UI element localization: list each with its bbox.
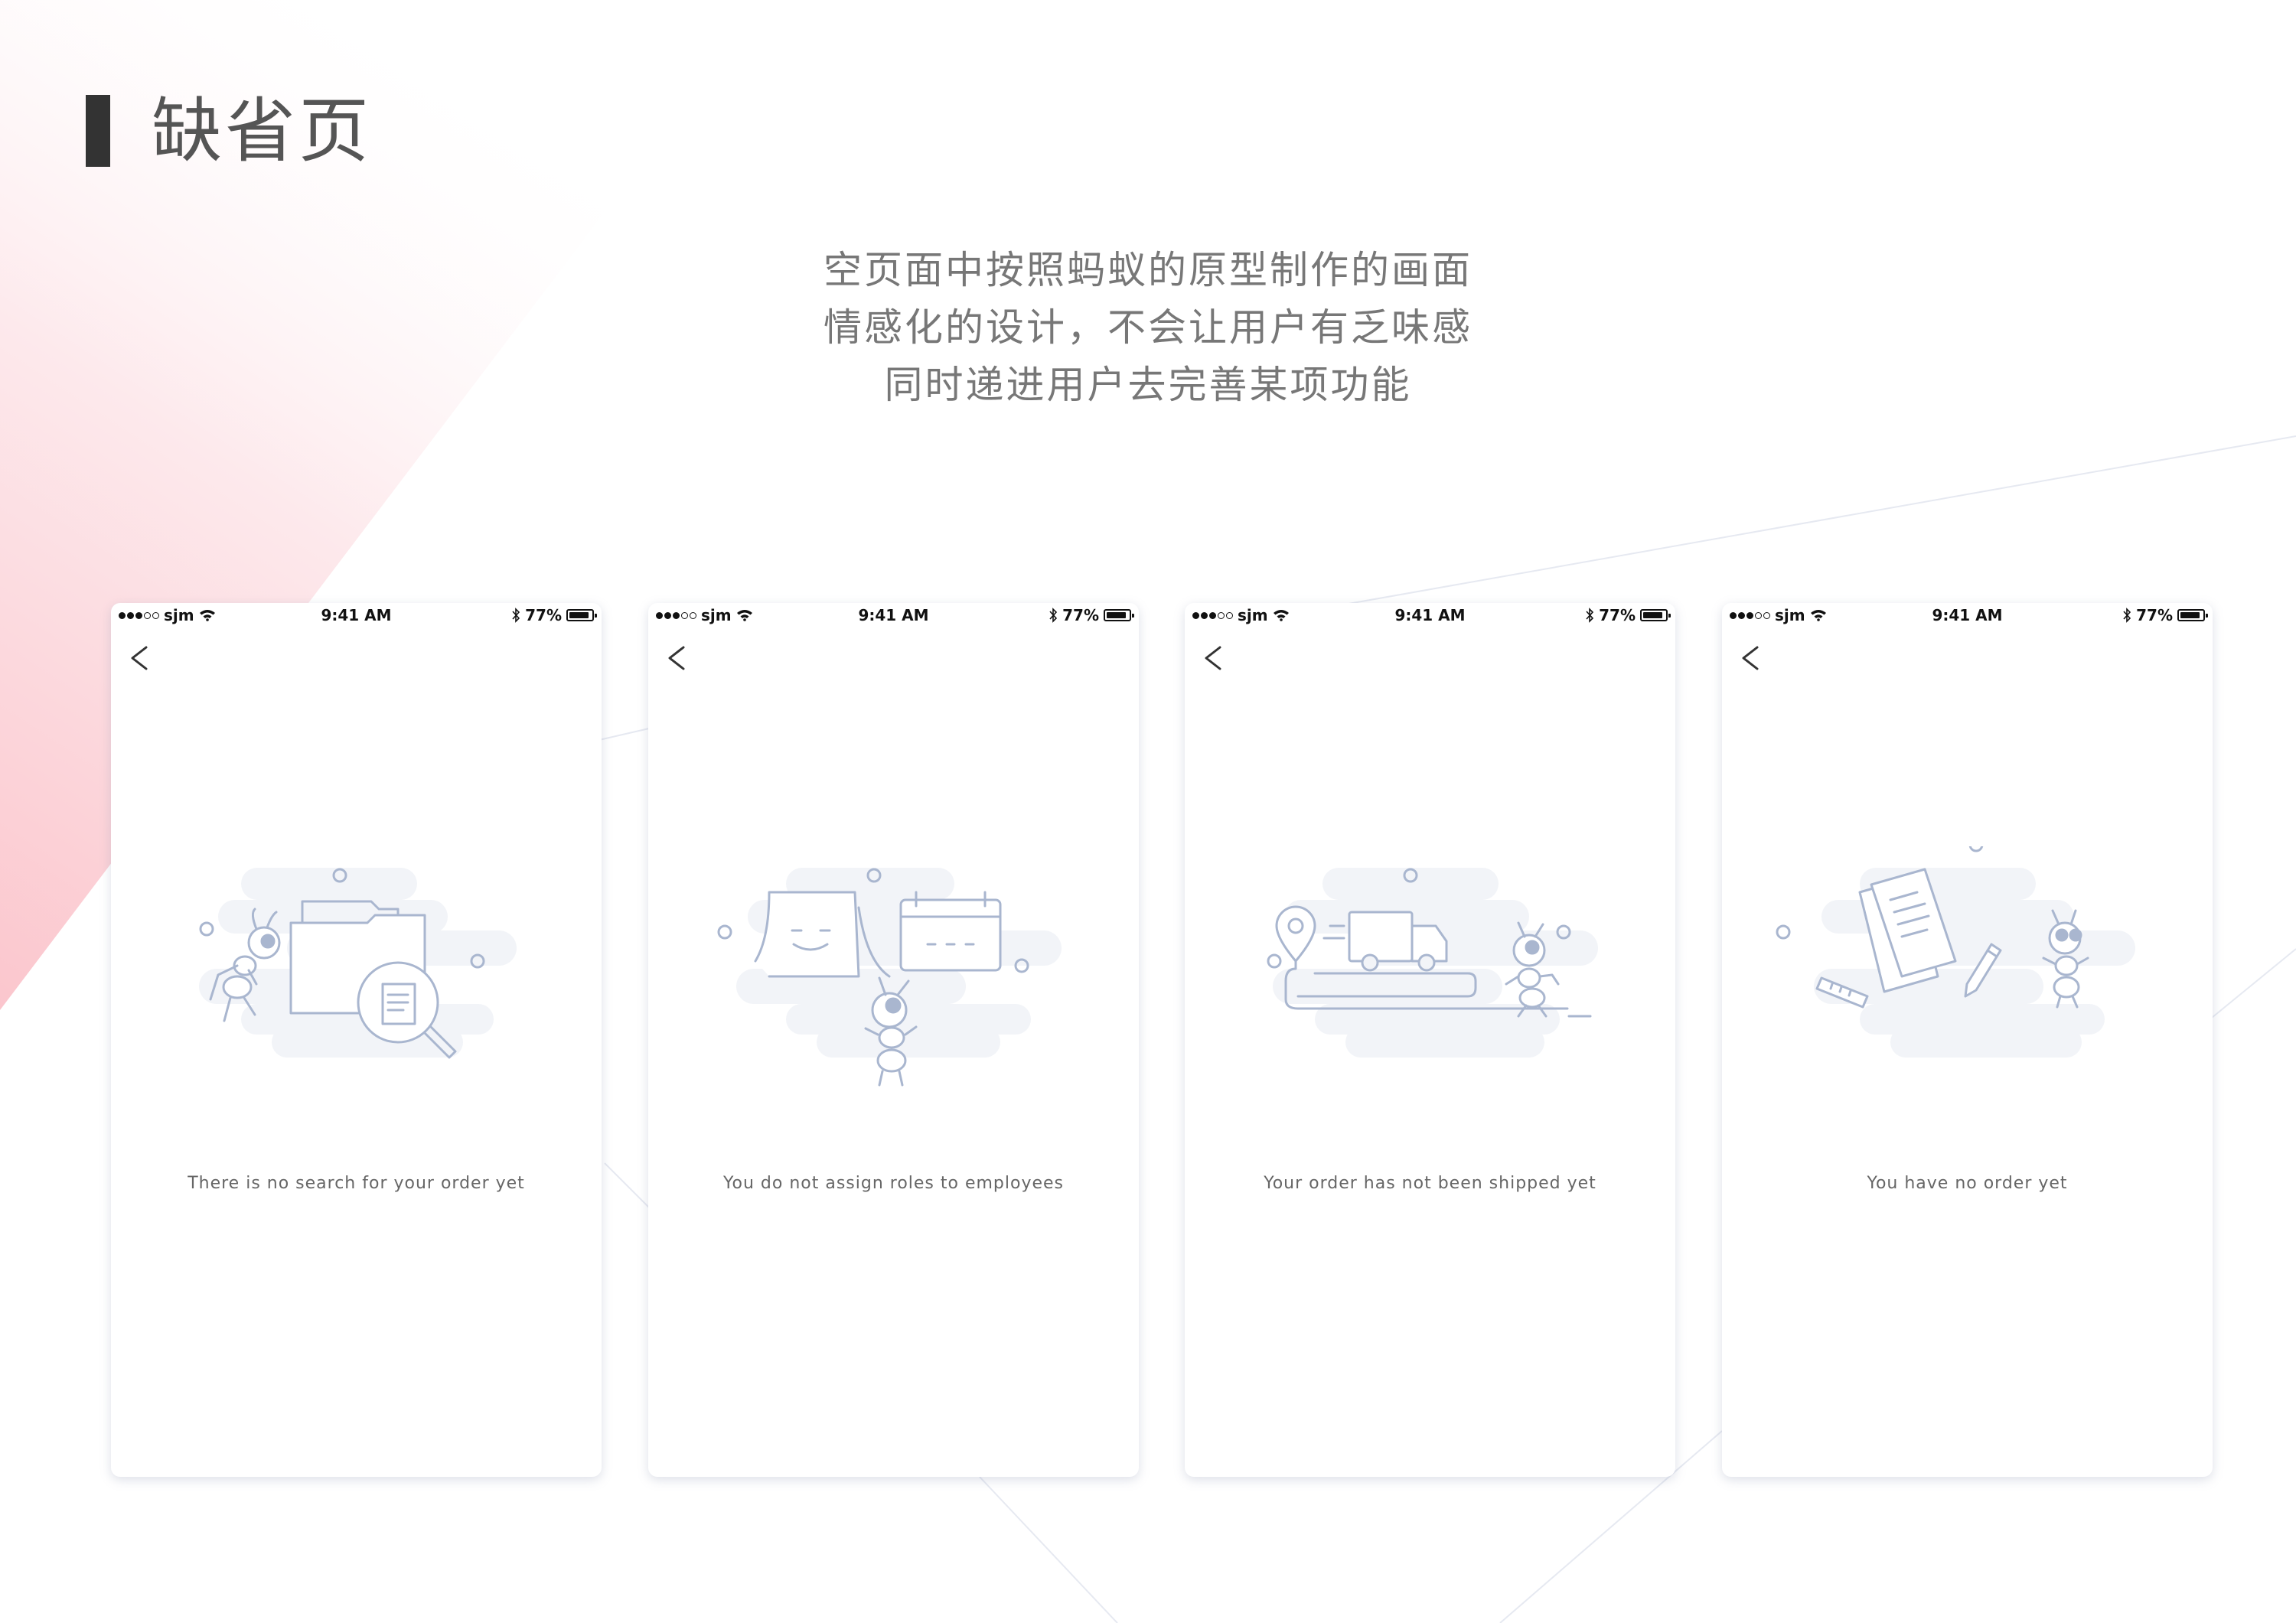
folder-magnifier-ant-illustration: [199, 868, 517, 1059]
empty-state-message: There is no search for your order yet: [188, 1174, 525, 1193]
battery-icon: [566, 609, 597, 621]
status-bar: sjm 9:41 AM 77%: [1185, 603, 1675, 629]
back-button[interactable]: [662, 641, 693, 675]
carrier-name: sjm: [701, 606, 732, 624]
bluetooth-icon: [1586, 608, 1594, 623]
carrier-name: sjm: [1775, 606, 1805, 624]
carrier-name: sjm: [1238, 606, 1268, 624]
battery-icon: [1104, 609, 1134, 621]
phone-screen-roles: sjm 9:41 AM 77%: [648, 603, 1139, 1477]
signal-strength-icon: [119, 611, 159, 619]
background-line: [1300, 435, 2296, 613]
intro-text: 空页面中按照蚂蚁的原型制作的画面 情感化的设计，不会让用户有乏味感 同时递进用户…: [0, 242, 2296, 414]
battery-percent: 77%: [2136, 606, 2173, 624]
status-time: 9:41 AM: [321, 606, 392, 624]
back-button[interactable]: [1736, 641, 1766, 675]
intro-line: 同时递进用户去完善某项功能: [884, 363, 1412, 407]
paper-calendar-ant-illustration: [717, 868, 1062, 1087]
carrier-name: sjm: [164, 606, 194, 624]
empty-state-message: You have no order yet: [1867, 1174, 2068, 1193]
phone-screen-no-order: sjm 9:41 AM 77%: [1722, 603, 2213, 1477]
background-line: [1499, 1430, 1723, 1623]
document-pencil-ant-illustration: [1776, 846, 2135, 1058]
wifi-icon: [199, 610, 215, 621]
bluetooth-icon: [512, 608, 520, 623]
battery-icon: [2177, 609, 2208, 621]
battery-percent: 77%: [525, 606, 562, 624]
battery-percent: 77%: [1599, 606, 1636, 624]
signal-strength-icon: [1730, 611, 1770, 619]
status-bar: sjm 9:41 AM 77%: [1722, 603, 2213, 629]
wifi-icon: [1273, 610, 1289, 621]
title-accent-bar: [86, 95, 110, 167]
back-button[interactable]: [125, 641, 155, 675]
empty-state-message: Your order has not been shipped yet: [1264, 1174, 1596, 1193]
status-time: 9:41 AM: [1394, 606, 1466, 624]
wifi-icon: [1810, 610, 1826, 621]
status-bar: sjm 9:41 AM 77%: [648, 603, 1139, 629]
wifi-icon: [736, 610, 752, 621]
back-button[interactable]: [1199, 641, 1229, 675]
page-title: 缺省页: [152, 90, 373, 172]
phone-screen-search: sjm 9:41 AM 77%: [111, 603, 602, 1477]
signal-strength-icon: [1192, 611, 1233, 619]
signal-strength-icon: [656, 611, 696, 619]
status-bar: sjm 9:41 AM 77%: [111, 603, 602, 629]
intro-line: 空页面中按照蚂蚁的原型制作的画面: [823, 248, 1473, 292]
bluetooth-icon: [2123, 608, 2131, 623]
phone-screen-shipping: sjm 9:41 AM 77%: [1185, 603, 1675, 1477]
bluetooth-icon: [1049, 608, 1058, 623]
battery-percent: 77%: [1062, 606, 1099, 624]
background-line: [604, 1162, 651, 1210]
battery-icon: [1640, 609, 1671, 621]
status-time: 9:41 AM: [858, 606, 929, 624]
status-time: 9:41 AM: [1932, 606, 2003, 624]
intro-line: 情感化的设计，不会让用户有乏味感: [823, 305, 1473, 350]
empty-state-message: You do not assign roles to employees: [722, 1174, 1065, 1193]
background-line: [979, 1476, 1118, 1623]
delivery-truck-ant-illustration: [1267, 868, 1598, 1058]
background-line: [2211, 948, 2296, 1018]
